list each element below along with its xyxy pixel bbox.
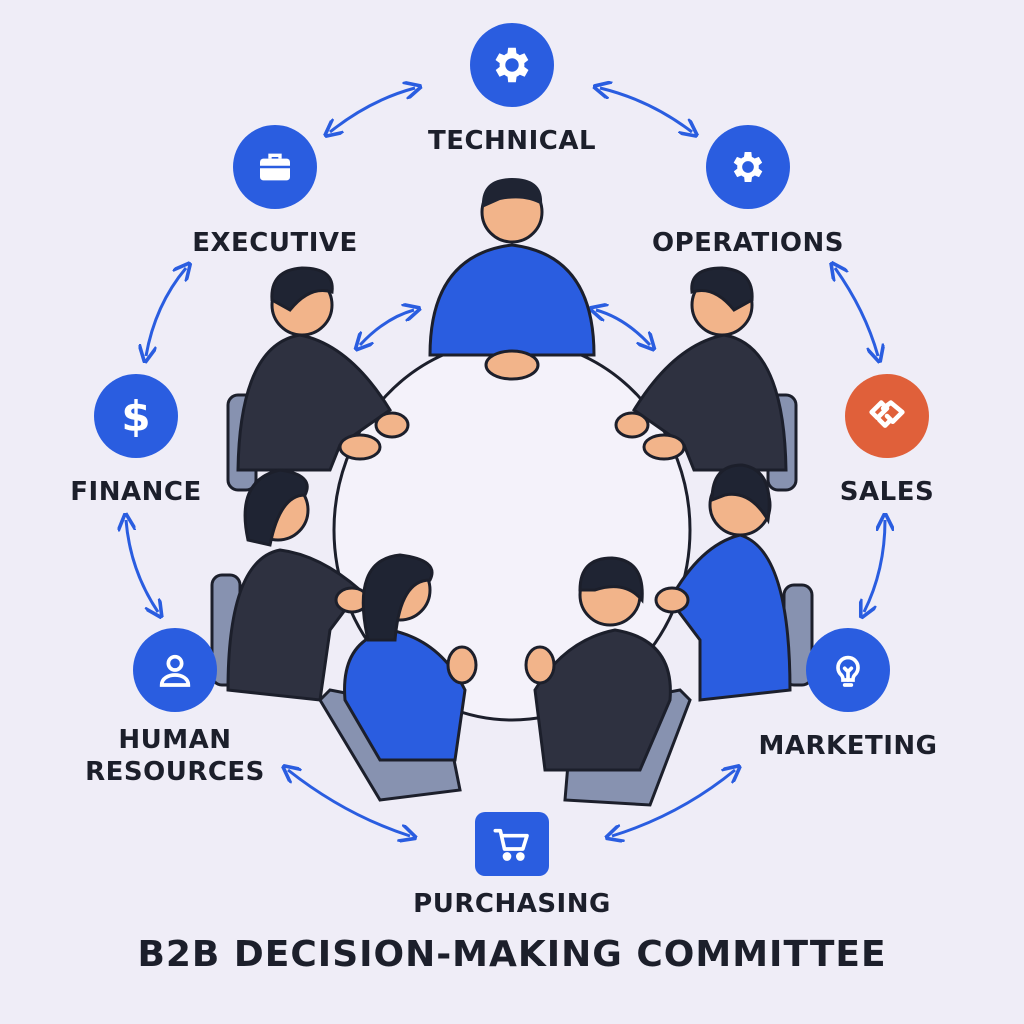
person-bottom-right [524,556,692,807]
arrow-finance-executive [146,268,186,356]
role-label: HUMAN RESOURCES [85,725,265,787]
shopping-cart-icon [475,812,549,876]
arrow-marketing-purchasing [612,770,735,836]
person-lower-right [654,463,814,702]
role-operations: OPERATIONS [628,125,868,259]
role-label: SALES [839,477,935,507]
role-label: OPERATIONS [651,228,845,258]
arrow-executive-technical [330,88,415,132]
diagram-title: B2B DECISION-MAKING COMMITTEE [137,934,887,975]
person-upper-right [614,266,798,492]
arrow-inner-left [360,310,414,345]
gear-icon [706,125,790,209]
arrow-purchasing-hr [288,770,410,836]
handshake-icon [845,374,929,458]
briefcase-icon [233,125,317,209]
role-technical: TECHNICAL [392,23,632,157]
person-upper-left [226,266,410,492]
role-label: TECHNICAL [427,126,597,156]
arrow-sales-marketing [864,520,885,612]
arrow-inner-right [596,310,650,345]
role-marketing: MARKETING [728,628,968,762]
lightbulb-icon [806,628,890,712]
role-finance: $ FINANCE [16,374,256,508]
dollar-icon: $ [94,374,178,458]
person-top [428,178,596,381]
connection-arrows [126,88,885,836]
arrow-technical-operations [600,88,692,132]
person-bottom-left [318,553,478,802]
role-executive: EXECUTIVE [155,125,395,259]
arrow-operations-sales [835,268,878,356]
role-purchasing: PURCHASING [392,812,632,920]
role-label: EXECUTIVE [192,228,358,258]
role-human-resources: HUMAN RESOURCES [55,628,295,788]
role-sales: SALES [767,374,1007,508]
person-icon [133,628,217,712]
role-label: PURCHASING [413,889,611,919]
person-lower-left [210,468,370,702]
role-label: FINANCE [70,477,202,507]
gear-icon [470,23,554,107]
role-label: MARKETING [758,731,938,761]
arrow-hr-finance [126,520,158,612]
